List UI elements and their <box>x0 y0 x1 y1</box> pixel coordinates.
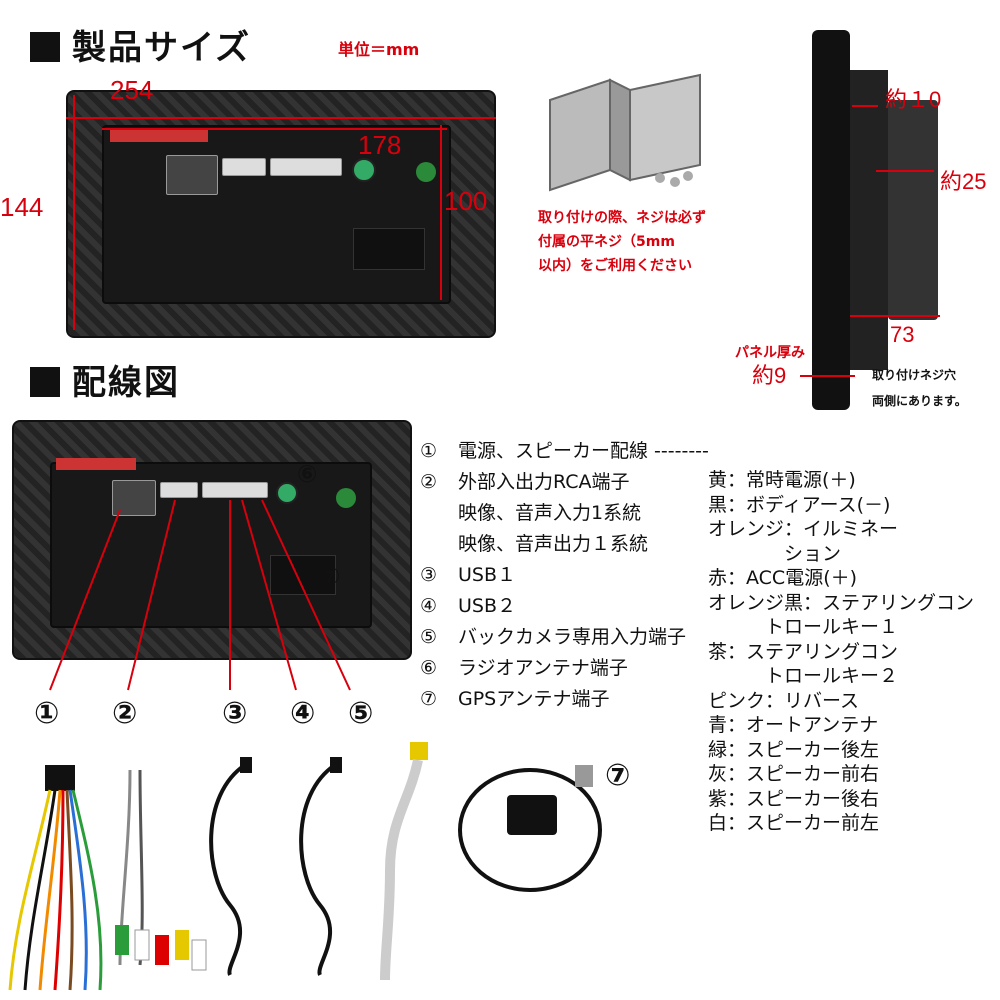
radio-antenna-port <box>352 158 376 182</box>
warning-sticker <box>110 128 208 142</box>
wire-color-item: ピンク：リバース <box>708 689 860 712</box>
callout-6: ⑥ <box>297 460 318 488</box>
qc-pass-sticker <box>336 488 356 508</box>
power-harness-image <box>8 765 103 991</box>
wire-color-item: 青：オートアンテナ <box>708 714 879 736</box>
side-depth2-label: 約25 <box>940 169 987 194</box>
mounting-bracket-image <box>549 73 701 192</box>
screw-note: 取り付けの際、ネジは必ず 付属の平ネジ（5mm 以内）をご利用ください <box>538 206 706 278</box>
list-item-sub: 映像、音声出力１系統 <box>458 533 649 555</box>
callout-2: ② <box>112 696 138 731</box>
usb-connector <box>166 155 218 195</box>
wire-color-item: 灰：スピーカー前右 <box>708 763 880 785</box>
rca-connector-2 <box>270 158 342 176</box>
side-depth3-label: 73 <box>890 322 915 347</box>
gps-antenna-callout: ⑦ <box>605 758 631 793</box>
side-dim-line-3 <box>850 315 940 317</box>
rca-cable-image <box>115 769 207 971</box>
panel-thickness-value: 約9 <box>752 363 787 388</box>
wiring-section-title: 配線図 <box>30 355 180 404</box>
unit-label: 単位＝mm <box>338 40 420 59</box>
callout-1: ① <box>34 696 60 731</box>
wire-color-item: オレンジ黒：ステアリングコン <box>708 591 975 614</box>
wire-color-item: トロールキー１ <box>708 616 899 638</box>
wire-color-item: 赤：ACC電源(＋) <box>708 567 858 589</box>
dim-width-label: 254 <box>110 75 154 105</box>
wire-color-list: 黄：常時電源(＋) 黒：ボディアース(－) オレンジ：イルミネー ション 赤：A… <box>708 468 998 836</box>
rca-connector-1 <box>160 482 198 498</box>
dim-line-chassis-width <box>102 128 447 130</box>
side-dim-line-2 <box>876 170 934 172</box>
rca-connector-1 <box>222 158 266 176</box>
side-note-line: 取り付けネジ穴 <box>872 368 957 382</box>
usb-cable-1-image <box>209 757 252 976</box>
side-dim-line-panel <box>800 375 855 377</box>
side-note-line: 両側にあります。 <box>872 394 967 408</box>
rear-view-chassis <box>102 125 451 304</box>
screw-note-line: 付属の平ネジ（5mm <box>538 234 675 250</box>
side-dim-line-1 <box>852 105 878 107</box>
wire-color-item: 黒：ボディアース(－) <box>708 493 891 516</box>
square-bullet-icon <box>30 367 60 397</box>
square-bullet-icon <box>30 32 60 62</box>
screw-note-line: 取り付けの際、ネジは必ず <box>538 210 706 226</box>
usb-cable-2-image <box>299 757 342 976</box>
wire-color-item: 茶：ステアリングコン <box>708 640 899 663</box>
camera-cable-image <box>380 742 428 981</box>
dim-chassis-height-label: 100 <box>444 186 488 216</box>
rca-connector-2 <box>202 482 268 498</box>
callout-7-chassis: ⑦ <box>320 562 341 590</box>
wire-color-item: 緑：スピーカー後左 <box>708 738 880 761</box>
gps-antenna-image <box>458 765 602 892</box>
wire-color-item: オレンジ：イルミネー <box>708 518 899 540</box>
screw-note-line: 以内）をご利用ください <box>538 258 692 274</box>
dim-line-height <box>73 95 75 330</box>
side-view-body <box>850 70 888 370</box>
side-view-chassis <box>888 100 938 320</box>
callout-lines <box>49 499 351 691</box>
size-section-title: 製品サイズ <box>30 20 251 69</box>
callout-3: ③ <box>222 696 248 731</box>
dim-height-label: 144 <box>0 192 44 222</box>
list-item-sub: 映像、音声入力1系統 <box>458 502 642 524</box>
panel-thickness-label: パネル厚み <box>735 345 805 361</box>
callout-4: ④ <box>290 696 316 731</box>
callout-5: ⑤ <box>348 696 374 731</box>
gps-port <box>353 228 425 270</box>
wire-color-item: トロールキー２ <box>708 665 899 687</box>
warning-sticker <box>56 458 136 470</box>
wire-color-item: ション <box>708 542 842 565</box>
qc-pass-sticker <box>416 162 436 182</box>
wire-color-item: 黄：常時電源(＋) <box>708 469 856 491</box>
radio-antenna-port <box>276 482 298 504</box>
side-note: 取り付けネジ穴 両側にあります。 <box>872 362 967 414</box>
dim-line-width <box>66 117 496 119</box>
dim-chassis-width-label: 178 <box>358 130 402 160</box>
wire-color-item: 紫：スピーカー後右 <box>708 787 880 810</box>
side-view-screen <box>812 30 850 410</box>
side-depth1-label: 約１0 <box>885 87 942 112</box>
wire-color-item: 白：スピーカー前左 <box>708 812 880 834</box>
dim-line-chassis-height <box>440 125 442 300</box>
